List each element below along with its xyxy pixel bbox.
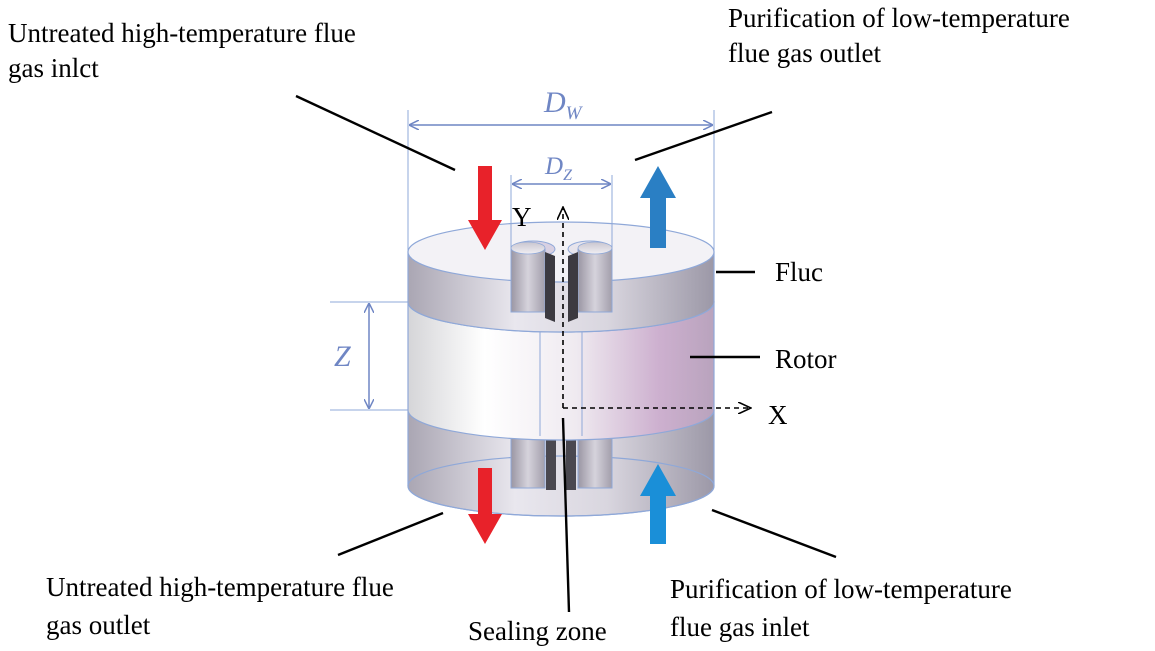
height-dimension: Z [330,301,408,411]
hot-outlet-leader [337,511,444,557]
cold-inlet-label-line1: Purification of low-temperature [670,574,1012,604]
leader-lines [295,94,837,613]
cold-gas-outlet-arrow [640,166,676,248]
inner-diameter-symbol: D [544,153,563,180]
svg-text:DZ: DZ [544,153,573,184]
diagram-labels: Untreated high-temperature flue gas inlc… [8,3,1070,646]
hot-gas-outlet-arrow [468,468,502,544]
cold-outlet-label-line1: Purification of low-temperature [728,3,1070,33]
sealing-zone-label: Sealing zone [468,616,607,646]
coordinate-axes: Y X [512,202,788,430]
hot-gas-inlet-arrow [468,166,502,250]
upper-flue-housing [407,221,715,333]
inner-diameter-subscript: Z [563,167,573,184]
hot-inlet-label-line2: gas inlct [8,53,99,83]
inner-diameter-dimension: DZ [510,153,613,249]
outer-diameter-dimension: DW [407,86,715,252]
x-axis-label: X [768,400,788,430]
flue-label: Fluc [775,257,823,287]
rotor-label: Rotor [775,344,837,374]
cold-outlet-label-line2: flue gas outlet [728,38,881,68]
hot-outlet-label-line1: Untreated high-temperature flue [46,572,394,602]
cold-inlet-label-line2: flue gas inlet [670,612,810,642]
outer-diameter-symbol: D [543,86,566,119]
hot-inlet-leader [295,94,456,172]
outer-diameter-subscript: W [566,103,584,124]
cold-outlet-leader [634,110,773,162]
sealing-zone-leader [561,417,571,613]
y-axis-label: Y [512,202,532,232]
cold-inlet-leader [711,508,837,559]
hot-inlet-label-line1: Untreated high-temperature flue [8,18,356,48]
svg-text:DW: DW [543,86,584,124]
hot-outlet-label-line2: gas outlet [46,610,151,640]
height-symbol: Z [334,340,351,373]
cold-gas-inlet-arrow [640,464,676,544]
